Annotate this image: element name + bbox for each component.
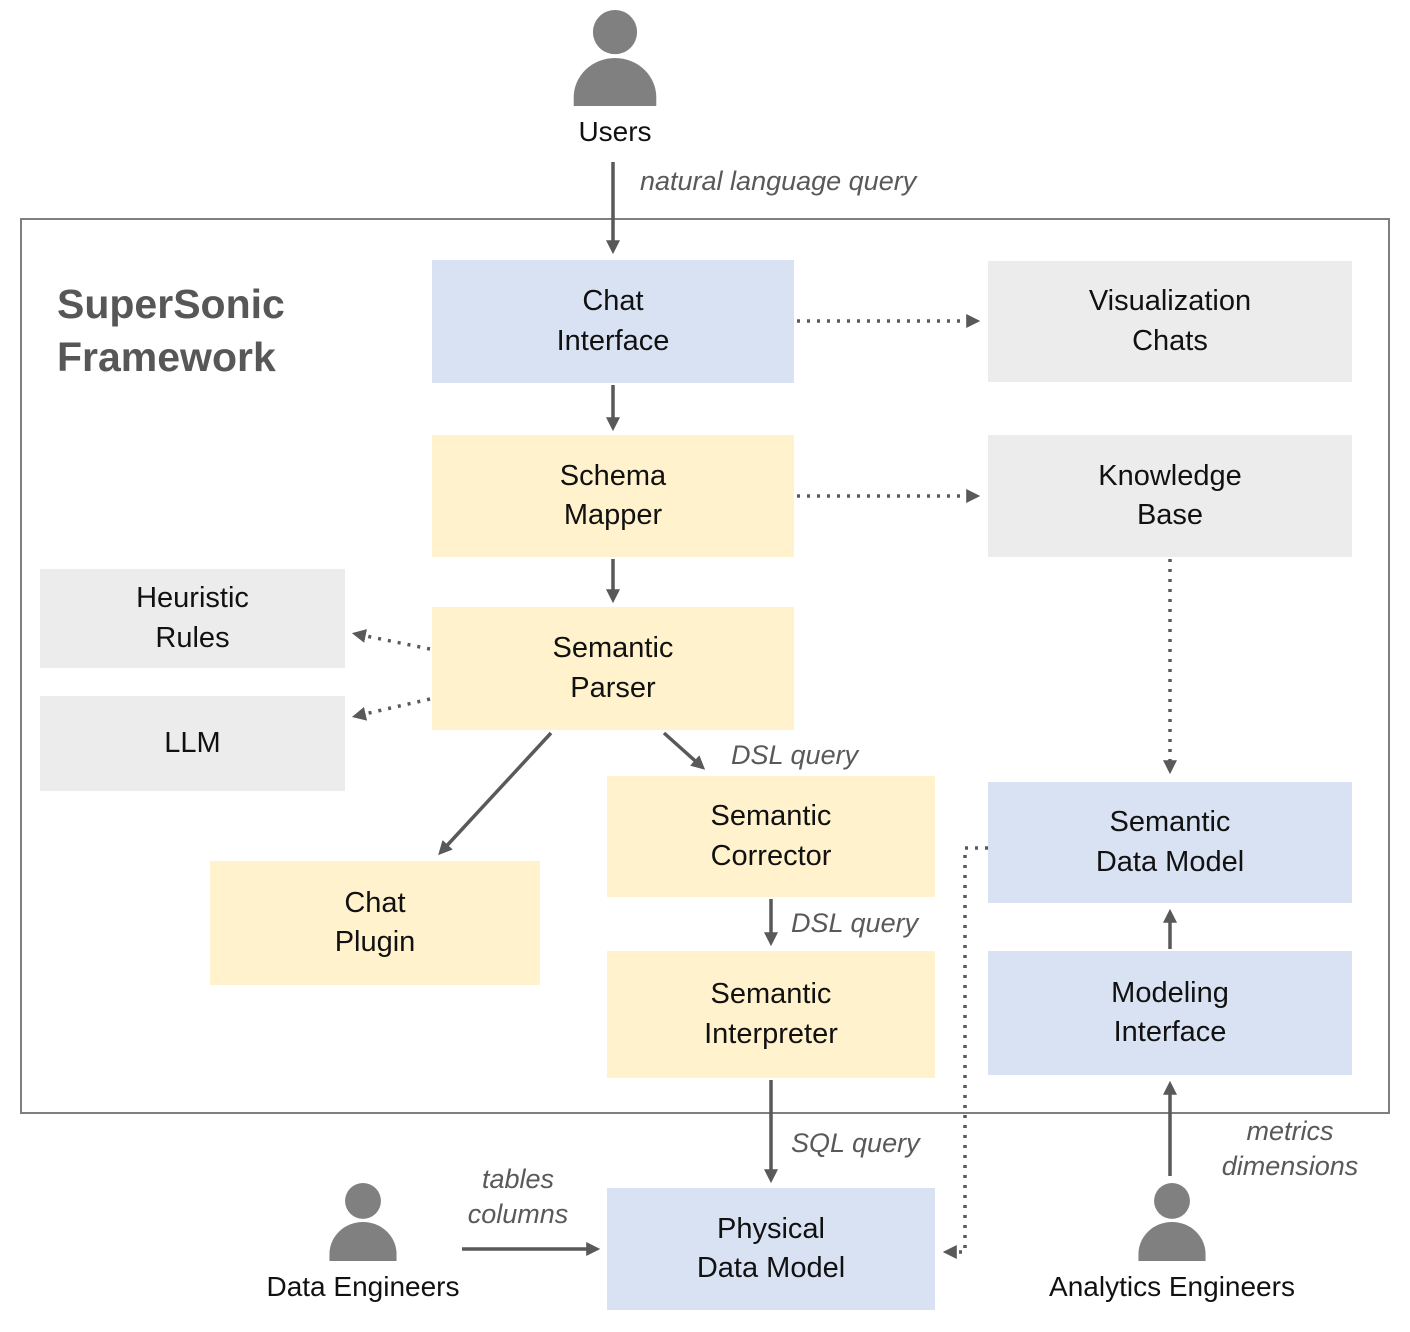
data-engineer-icon [329, 1183, 397, 1261]
node-semantic-data-model: Semantic Data Model [988, 782, 1352, 903]
node-chat-interface-label: Chat Interface [556, 285, 670, 357]
edge-label-tables-columns: tables columns [467, 1164, 569, 1230]
node-llm-label: LLM [164, 726, 221, 759]
node-semantic-interpreter-label: Semantic Interpreter [704, 978, 838, 1050]
edge-label-natural-language-query: natural language query [640, 166, 917, 196]
node-modeling-interface-label: Modeling Interface [1111, 976, 1229, 1048]
node-modeling-interface: Modeling Interface [988, 951, 1352, 1075]
node-heuristic-rules-label: Heuristic Rules [136, 582, 249, 654]
node-schema-mapper-label: Schema Mapper [559, 459, 667, 531]
node-llm: LLM [40, 696, 345, 791]
node-schema-mapper: Schema Mapper [432, 435, 794, 557]
node-physical-data-model-label: Physical Data Model [696, 1212, 846, 1284]
edge-label-sql-query: SQL query [791, 1128, 920, 1158]
node-semantic-corrector: Semantic Corrector [607, 776, 935, 897]
node-visualization-chats-label: Visualization Chats [1088, 285, 1252, 357]
node-chat-plugin: Chat Plugin [210, 861, 540, 985]
diagram-title: SuperSonic Framework [57, 281, 285, 381]
node-semantic-parser: Semantic Parser [432, 607, 794, 730]
actor-analytics-engineers-label: Analytics Engineers [1049, 1271, 1295, 1302]
node-chat-plugin-label: Chat Plugin [334, 886, 416, 958]
node-heuristic-rules: Heuristic Rules [40, 569, 345, 668]
node-semantic-parser-label: Semantic Parser [552, 632, 674, 704]
actor-analytics-engineers: Analytics Engineers [1015, 1181, 1329, 1303]
user-icon [573, 10, 657, 106]
node-physical-data-model: Physical Data Model [607, 1188, 935, 1310]
edge-label-dsl-query-2: DSL query [791, 908, 919, 938]
edge-label-dsl-query-1: DSL query [731, 740, 859, 770]
node-semantic-interpreter: Semantic Interpreter [607, 951, 935, 1078]
node-visualization-chats: Visualization Chats [988, 261, 1352, 382]
node-semantic-corrector-label: Semantic Corrector [710, 800, 832, 872]
node-chat-interface: Chat Interface [432, 260, 794, 383]
actor-users-label: Users [578, 116, 652, 147]
node-semantic-data-model-label: Semantic Data Model [1095, 806, 1245, 878]
analytics-engineer-icon [1138, 1183, 1206, 1261]
actor-data-engineers-label: Data Engineers [266, 1271, 460, 1302]
actor-data-engineers: Data Engineers [250, 1181, 476, 1303]
actor-users: Users [503, 8, 727, 148]
edge-label-metrics-dimensions: metrics dimensions [1221, 1116, 1359, 1182]
node-knowledge-base-label: Knowledge Base [1098, 459, 1242, 531]
node-knowledge-base: Knowledge Base [988, 435, 1352, 557]
